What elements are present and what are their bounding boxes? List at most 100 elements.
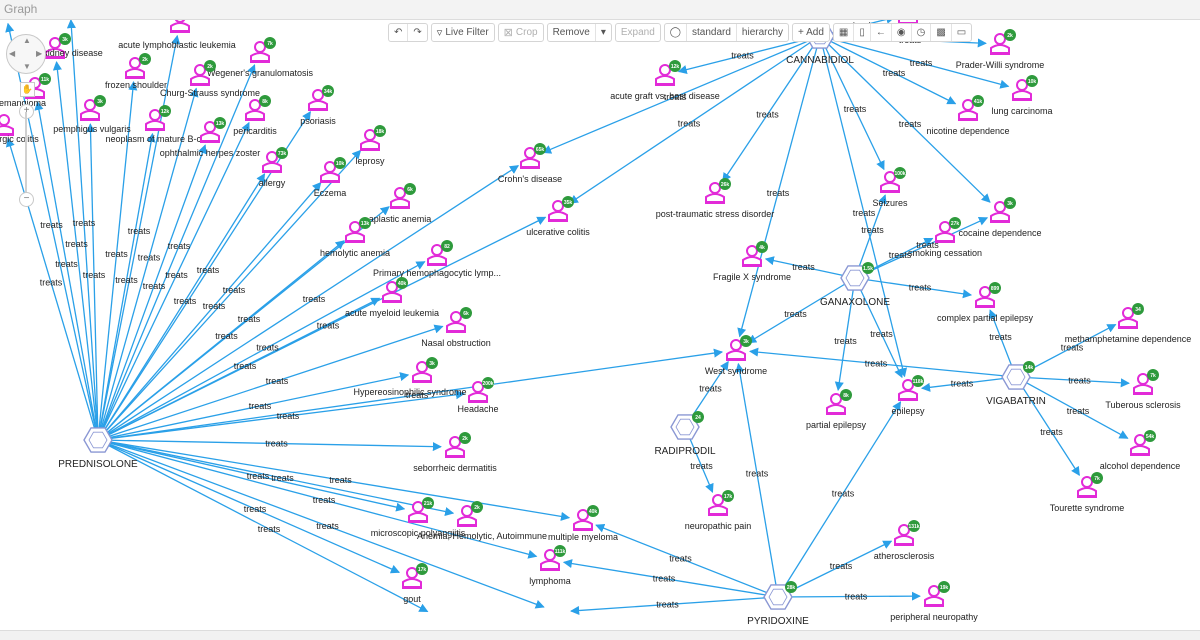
- edge-pred-d2[interactable]: [66, 20, 99, 441]
- edge-gana-d46[interactable]: [834, 277, 856, 392]
- edge-pred-d7[interactable]: [97, 81, 138, 441]
- edge-pred-d10[interactable]: [97, 132, 156, 441]
- edge-viga-d45[interactable]: [749, 347, 1017, 378]
- edge-pred-d27[interactable]: [97, 439, 442, 452]
- edge-pred-d14[interactable]: [97, 121, 250, 441]
- edge-pred-d33[interactable]: [97, 439, 429, 613]
- clock-icon[interactable]: ◷: [912, 24, 932, 41]
- hand-tool-icon[interactable]: ✋: [20, 82, 35, 97]
- edge-cann-d37[interactable]: [819, 35, 885, 171]
- edge-cann-d22[interactable]: [568, 35, 821, 204]
- horizontal-scrollbar[interactable]: [0, 630, 1200, 640]
- edge-gana-d45[interactable]: [747, 277, 856, 344]
- drug-node-pred[interactable]: PREDNISOLONE: [58, 427, 138, 470]
- edge-pred-d29[interactable]: [97, 439, 455, 516]
- edge-gana-d41[interactable]: [854, 217, 989, 279]
- edge-viga-d51[interactable]: [1015, 376, 1080, 477]
- edge-pyri-d30[interactable]: [595, 523, 779, 598]
- edge-gana-d43[interactable]: [764, 256, 856, 279]
- edge-gana-d47[interactable]: [854, 277, 903, 379]
- edge-pred-d5[interactable]: [97, 64, 256, 441]
- comment-icon[interactable]: ▯: [854, 24, 871, 41]
- edge-pred-d6[interactable]: [34, 100, 99, 441]
- edge-gana-d44[interactable]: [854, 277, 973, 299]
- pan-left-icon[interactable]: ◀: [9, 49, 16, 58]
- undo-icon[interactable]: ↶: [389, 24, 409, 41]
- globe-icon[interactable]: ◉: [892, 24, 912, 41]
- edge-pyri-d34[interactable]: [570, 596, 779, 616]
- edge-pred-d4[interactable]: [52, 61, 99, 441]
- crop-button[interactable]: ⊠Crop: [497, 23, 544, 42]
- edge-pred-d12[interactable]: [5, 137, 99, 441]
- edge-pyri-d31[interactable]: [562, 559, 779, 598]
- edge-pred-d25[interactable]: [97, 372, 410, 441]
- edge-pred-d3[interactable]: [97, 34, 181, 441]
- add-button[interactable]: + Add: [792, 23, 830, 42]
- live-filter-button[interactable]: ▿Live Filter: [430, 23, 495, 42]
- disease-node-d12[interactable]: allergic colitis: [0, 114, 39, 144]
- edge-pred-d17[interactable]: [97, 181, 322, 441]
- edge-pred-d34[interactable]: [97, 439, 545, 609]
- edge-cann-d41[interactable]: [819, 35, 991, 203]
- edge-pred-d19[interactable]: [97, 240, 345, 441]
- pan-control[interactable]: ▲ ▼ ◀ ▶: [6, 34, 46, 74]
- edge-pred-d21[interactable]: [97, 165, 520, 441]
- remove-button[interactable]: Remove: [548, 24, 596, 41]
- table-view-icon[interactable]: ▦: [834, 24, 855, 41]
- remove-dropdown-chevron-icon[interactable]: ▾: [600, 27, 606, 38]
- layout-standard-button[interactable]: standard: [687, 24, 737, 41]
- edge-viga-d50[interactable]: [1015, 376, 1129, 439]
- zoom-slider[interactable]: [25, 112, 27, 192]
- save-icon[interactable]: ▩: [931, 24, 952, 41]
- edge-pred-d45[interactable]: [97, 348, 724, 441]
- lightbulb-icon[interactable]: ◯: [665, 24, 687, 41]
- pan-up-icon[interactable]: ▲: [23, 36, 31, 45]
- folder-icon[interactable]: ▭: [956, 27, 967, 38]
- edge-pyri-d47[interactable]: [777, 401, 902, 598]
- edge-pred-d9[interactable]: [85, 123, 99, 441]
- edge-cann-d40[interactable]: [819, 35, 957, 105]
- layout-hierarchy-button[interactable]: hierarchy: [741, 27, 784, 38]
- edge-pred-d16[interactable]: [97, 173, 266, 441]
- edge-cann-d39[interactable]: [819, 35, 1010, 89]
- edge-pred-d28[interactable]: [97, 439, 406, 512]
- edge-viga-d47[interactable]: [920, 376, 1017, 392]
- edge-pred-d13[interactable]: [97, 144, 207, 441]
- edge-pred-d26[interactable]: [97, 390, 466, 441]
- edge-cann-d45[interactable]: [737, 35, 821, 338]
- pan-down-icon[interactable]: ▼: [23, 62, 31, 71]
